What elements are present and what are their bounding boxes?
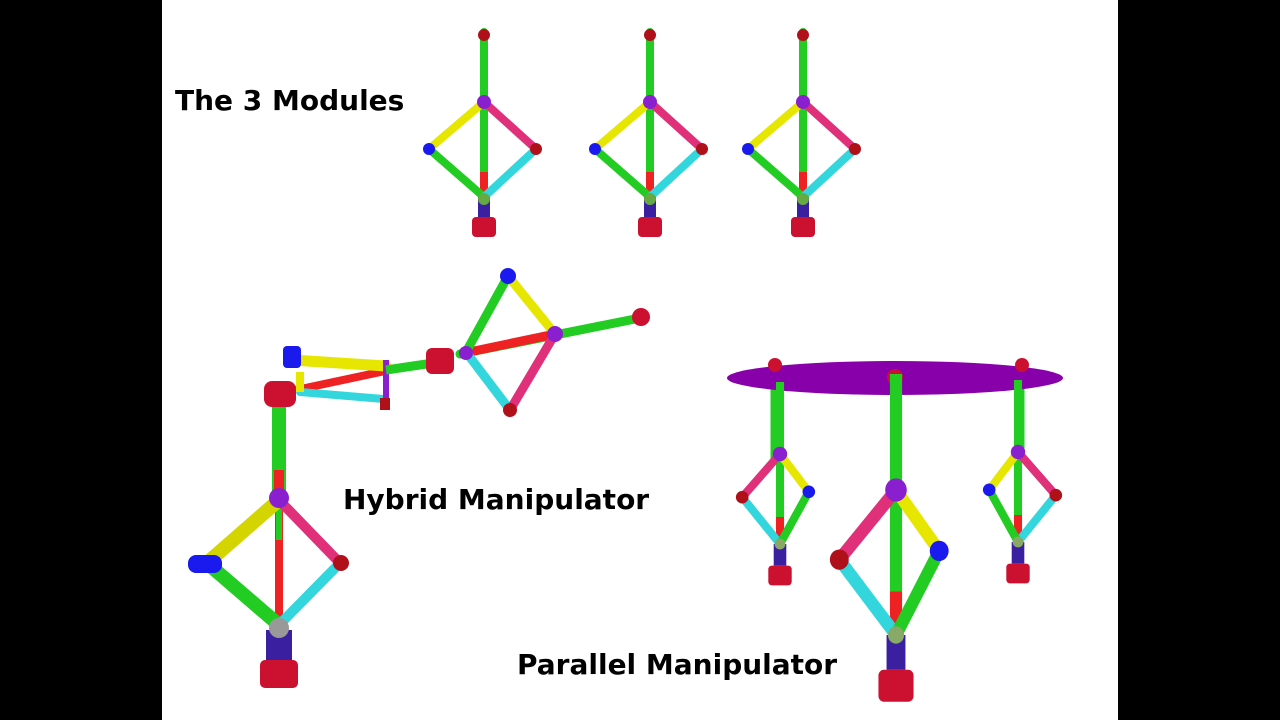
modules-title: The 3 Modules (175, 84, 405, 117)
parallel-manipulator-title: Parallel Manipulator (517, 648, 838, 681)
module-1 (423, 29, 542, 237)
parallel-manipulator (727, 358, 1063, 702)
hybrid-manipulator (188, 268, 650, 688)
module-3 (742, 29, 861, 237)
module-2 (589, 29, 708, 237)
hybrid-manipulator-title: Hybrid Manipulator (343, 483, 650, 516)
